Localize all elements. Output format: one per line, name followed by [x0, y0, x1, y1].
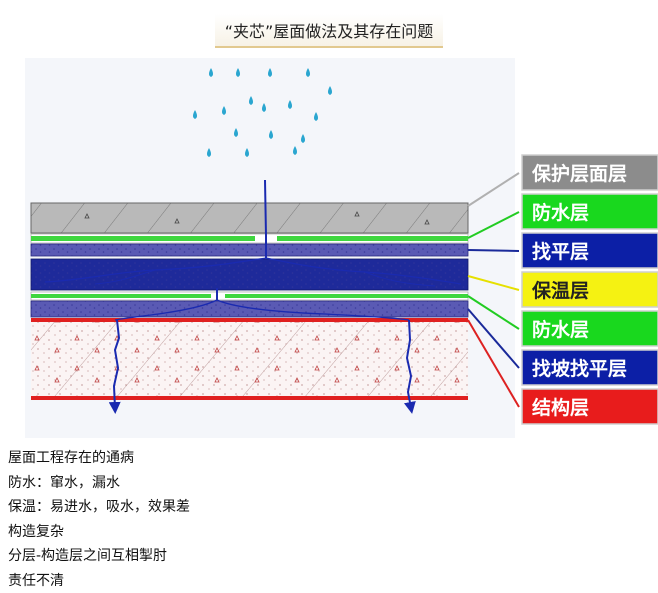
title-wrap: “夹芯”屋面做法及其存在问题	[0, 14, 658, 48]
legend-label: 保护层面层	[531, 162, 627, 185]
legend-label: 保温层	[531, 279, 589, 302]
layer-leveling	[31, 244, 468, 256]
legend-label: 找平层	[532, 241, 589, 263]
layer-insulation	[31, 259, 468, 290]
note-line: 责任不清	[8, 569, 648, 593]
note-line: 防水：窜水，漏水	[8, 471, 648, 496]
legend-label: 防水层	[532, 201, 589, 224]
legend-item: 找平层	[522, 233, 658, 268]
legend-label: 结构层	[532, 396, 589, 419]
legend-item: 保护层面层	[522, 155, 658, 190]
layer-protective-surface	[31, 203, 468, 233]
layer-waterproof-lower	[31, 292, 468, 300]
legend-item: 防水层	[522, 311, 658, 346]
legend-label: 防水层	[532, 318, 589, 341]
note-line: 构造复杂	[8, 520, 648, 545]
legend-item: 保温层	[522, 272, 658, 307]
note-line: 分层-构造层之间互相掣肘	[8, 544, 648, 569]
notes-list: 屋面工程存在的通病防水：窜水，漏水保温：易进水，吸水，效果差构造复杂分层-构造层…	[8, 446, 648, 593]
note-line: 屋面工程存在的通病	[8, 446, 648, 471]
page-title: “夹芯”屋面做法及其存在问题	[215, 14, 444, 48]
legend-item: 结构层	[522, 389, 658, 424]
legend-item: 找坡找平层	[522, 350, 658, 385]
layer-structural	[31, 318, 468, 400]
layer-slope-leveling	[31, 301, 468, 317]
legend-label: 找坡找平层	[532, 357, 627, 380]
legend-item: 防水层	[522, 194, 658, 229]
layer-waterproof-upper	[31, 234, 468, 243]
note-line: 保温：易进水，吸水，效果差	[8, 495, 648, 520]
